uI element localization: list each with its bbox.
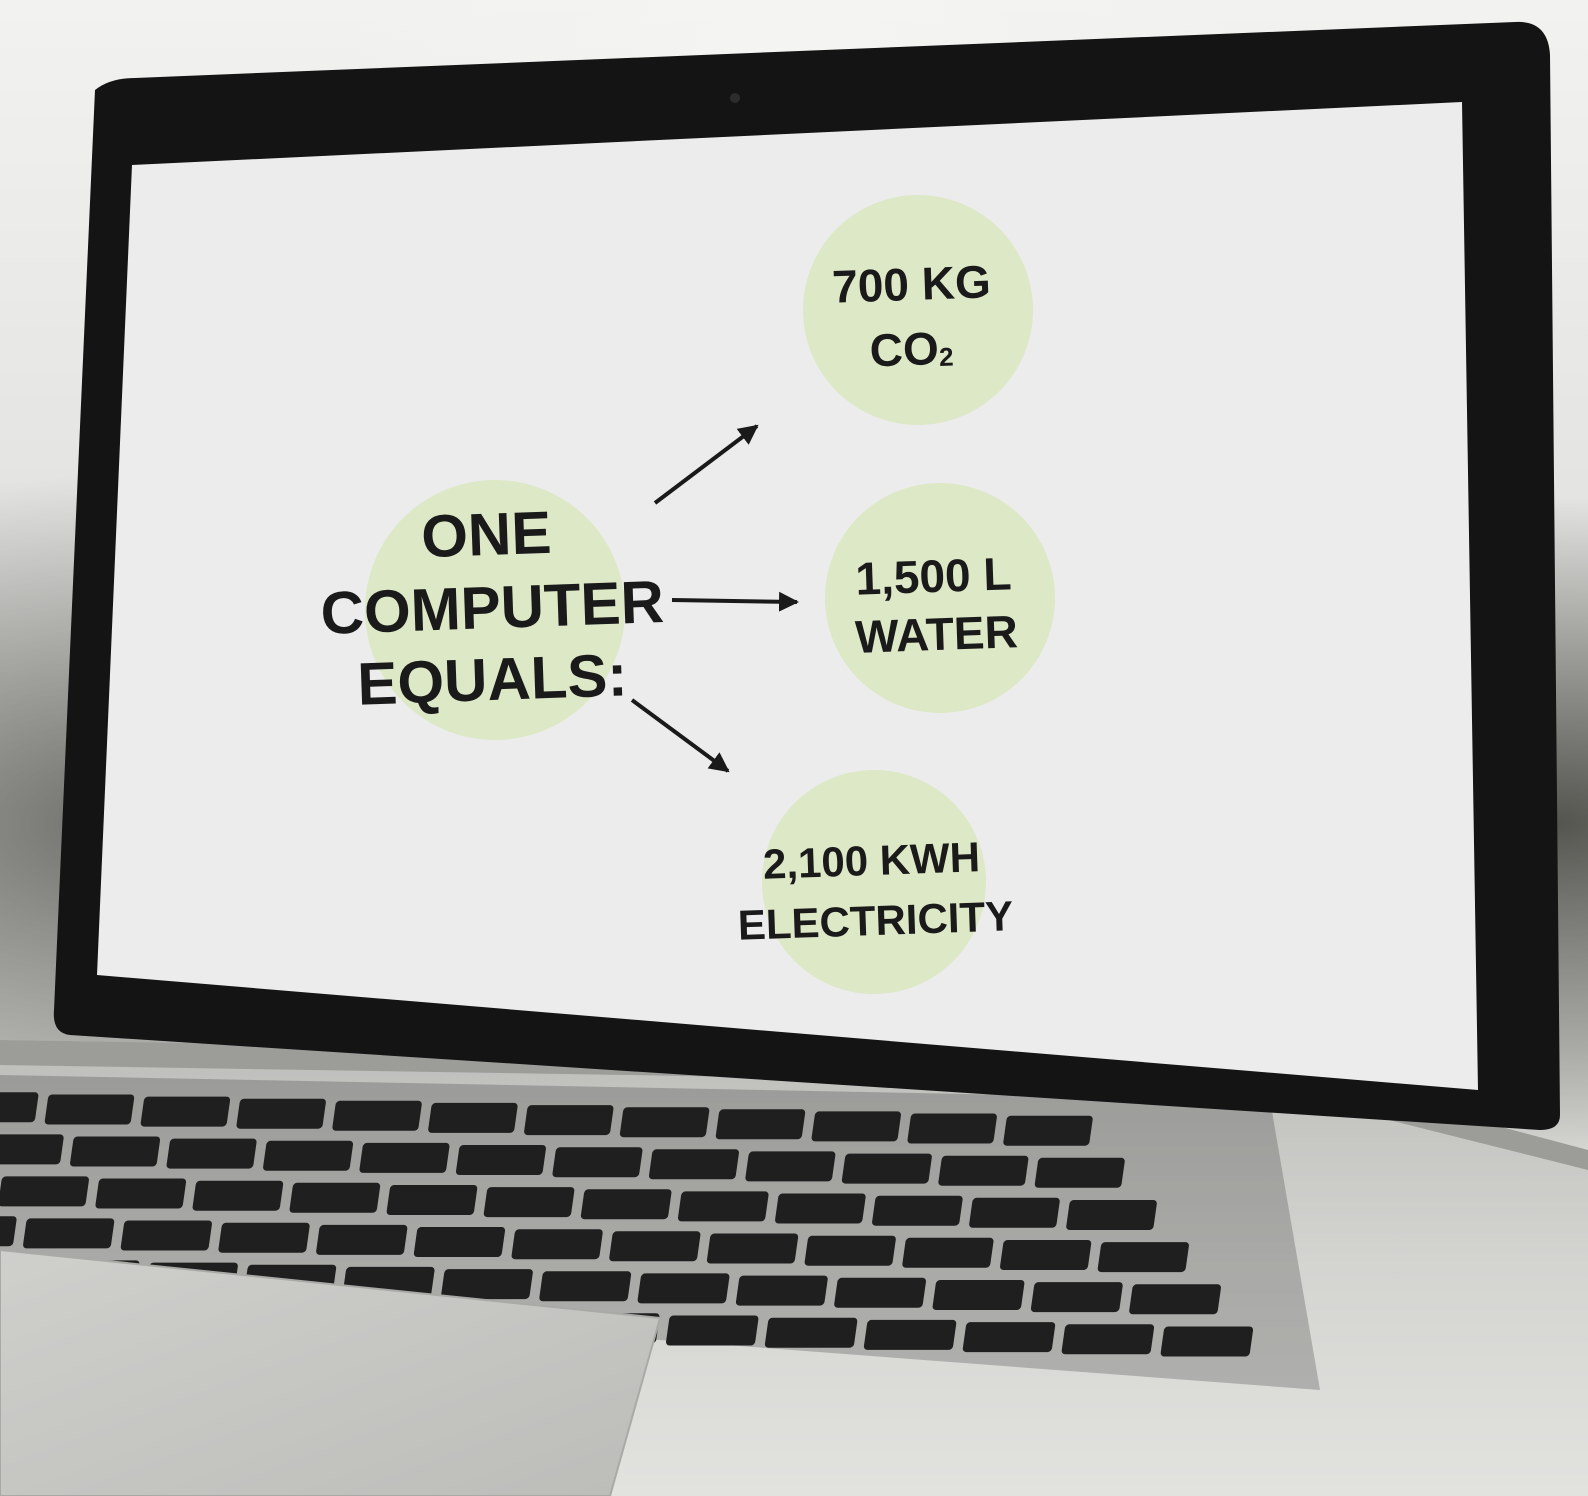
keyboard-key <box>811 1111 901 1141</box>
keyboard-key <box>938 1156 1029 1186</box>
keyboard-key <box>745 1151 836 1181</box>
keyboard-key <box>932 1280 1025 1310</box>
keyboard-key <box>218 1223 310 1253</box>
keyboard-key <box>455 1145 546 1175</box>
keyboard-key <box>166 1139 257 1169</box>
keyboard-key <box>120 1221 212 1251</box>
keyboard-key <box>619 1107 709 1137</box>
keyboard-key <box>428 1103 518 1133</box>
co2-amount: 700 KG <box>831 255 991 313</box>
keyboard-key <box>511 1229 603 1259</box>
camera-icon <box>730 93 740 103</box>
keyboard-key <box>834 1278 927 1308</box>
keyboard-key <box>140 1097 230 1127</box>
water-label: WATER <box>854 605 1018 663</box>
keyboard-key <box>524 1105 614 1135</box>
keyboard-key <box>386 1185 478 1215</box>
keyboard-key <box>1066 1200 1158 1230</box>
keyboard-key <box>637 1273 730 1303</box>
keyboard-key <box>907 1114 997 1144</box>
keyboard-key <box>0 1134 64 1164</box>
keyboard-key <box>70 1137 161 1167</box>
keyboard-key <box>441 1269 534 1299</box>
water-amount: 1,500 L <box>855 547 1013 604</box>
co2-node: 700 KG CO2 <box>803 195 1033 425</box>
keyboard-key <box>1000 1240 1092 1270</box>
keyboard-key <box>1129 1284 1222 1314</box>
keyboard-key <box>263 1141 354 1171</box>
keyboard-key <box>483 1187 575 1217</box>
source-line-3: EQUALS: <box>356 641 628 717</box>
keyboard-key <box>1061 1324 1154 1354</box>
arrow-to-water <box>672 600 797 602</box>
keyboard-key <box>0 1092 39 1122</box>
keyboard-key <box>841 1154 932 1184</box>
keyboard-key <box>95 1179 187 1209</box>
source-line-1: ONE <box>420 499 552 570</box>
keyboard-key <box>677 1191 769 1221</box>
keyboard-key <box>609 1231 701 1261</box>
keyboard-key <box>23 1218 115 1248</box>
keyboard-key <box>962 1322 1055 1352</box>
keyboard-key <box>1034 1158 1125 1188</box>
keyboard-key <box>44 1095 134 1125</box>
keyboard-key <box>902 1238 994 1268</box>
keyboard-key <box>715 1109 805 1139</box>
keyboard-key <box>0 1176 89 1206</box>
keyboard-key <box>1097 1242 1189 1272</box>
keyboard-key <box>1030 1282 1123 1312</box>
source-line-2: COMPUTER <box>320 568 665 647</box>
keyboard-key <box>289 1183 381 1213</box>
keyboard-key <box>872 1196 964 1226</box>
keyboard-key <box>1160 1327 1253 1357</box>
keyboard-key <box>764 1318 857 1348</box>
keyboard-key <box>648 1149 739 1179</box>
keyboard-key <box>804 1236 896 1266</box>
keyboard-key <box>316 1225 408 1255</box>
keyboard-key <box>969 1198 1061 1228</box>
keyboard-key <box>192 1181 284 1211</box>
keyboard-key <box>775 1194 867 1224</box>
keyboard-key <box>666 1316 759 1346</box>
keyboard-key <box>332 1101 422 1131</box>
keyboard-key <box>735 1276 828 1306</box>
water-node: 1,500 L WATER <box>825 483 1055 713</box>
keyboard-key <box>863 1320 956 1350</box>
electricity-amount: 2,100 KWH <box>762 833 981 888</box>
keyboard-key <box>539 1271 632 1301</box>
keyboard-key <box>1003 1116 1093 1146</box>
electricity-label: ELECTRICITY <box>737 892 1014 949</box>
keyboard-key <box>413 1227 505 1257</box>
keyboard-key <box>236 1099 326 1129</box>
keyboard-key <box>359 1143 450 1173</box>
keyboard-key <box>552 1147 643 1177</box>
keyboard-key <box>580 1189 672 1219</box>
keyboard-key <box>706 1234 798 1264</box>
